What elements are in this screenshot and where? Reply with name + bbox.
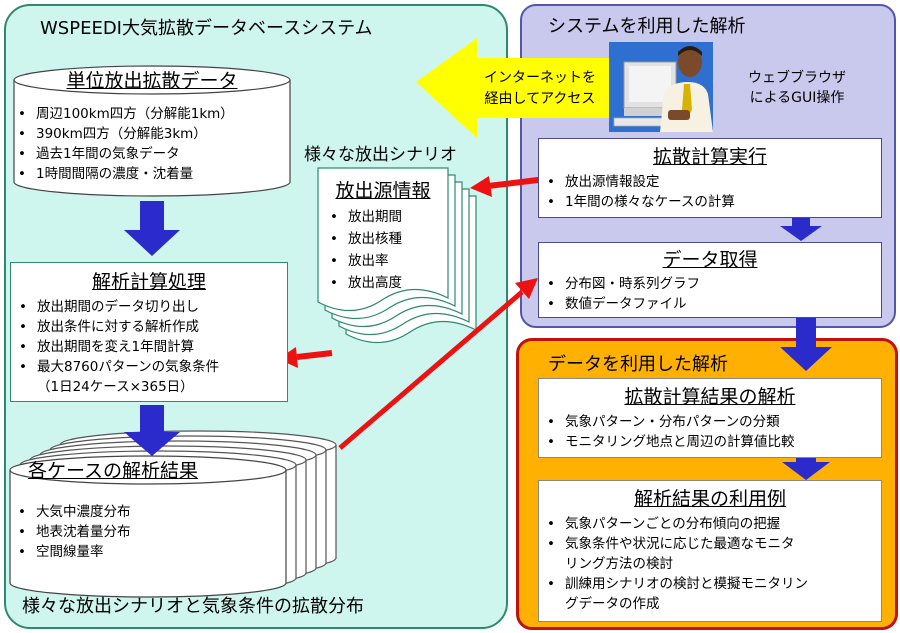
data-fetch-title: データ取得 — [662, 249, 758, 271]
source-info-item: 放出核種 — [322, 228, 442, 250]
analysis-processing-item: 最大8760パターンの気象条件 — [11, 357, 287, 377]
source-info-item: 放出率 — [322, 250, 442, 272]
analysis-processing-title: 解析計算処理 — [91, 271, 206, 293]
result-analysis-title: 拡散計算結果の解析 — [624, 386, 796, 408]
red-arrow-to-analysis — [278, 347, 333, 368]
browser-note-line: ウェブブラウザ — [748, 70, 846, 86]
source-info-item: 放出高度 — [322, 272, 442, 294]
internet-access-line: インターネットを — [484, 70, 596, 86]
data-fetch-box: データ取得 分布図・時系列グラフ 数値データファイル — [538, 242, 882, 318]
analysis-processing-sub: （1日24ケース×365日） — [37, 379, 194, 395]
analysis-processing-item: 放出期間のデータ切り出し — [11, 297, 287, 317]
internet-access-line: 経由してアクセス — [484, 91, 596, 107]
unit-data-title: 単位放出拡散データ — [66, 70, 238, 92]
result-analysis-item: 気象パターン・分布パターンの分類 — [539, 412, 881, 432]
analysis-processing-box: 解析計算処理 放出期間のデータ切り出し 放出条件に対する解析作成 放出期間を変え… — [10, 262, 288, 402]
data-fetch-item: 分布図・時系列グラフ — [539, 274, 881, 294]
usage-examples-box: 解析結果の利用例 気象パターンごとの分布傾向の把握 気象条件や状況に応じた最適な… — [538, 480, 882, 622]
browser-note-line: によるGUI操作 — [749, 90, 845, 106]
source-info-title: 放出源情報 — [335, 180, 431, 202]
results-list: 大気中濃度分布 地表沈着量分布 空間線量率 — [10, 502, 280, 562]
run-calculation-item: 放出源情報設定 — [539, 172, 881, 192]
browser-note: ウェブブラウザ によるGUI操作 — [722, 68, 872, 108]
run-calculation-item: 1年間の様々なケースの計算 — [539, 192, 881, 212]
scenarios-label: 様々な放出シナリオ — [304, 145, 457, 165]
analysis-processing-item: 放出条件に対する解析作成 — [11, 317, 287, 337]
usage-examples-item: 気象条件や状況に応じた最適なモニタ — [539, 534, 881, 554]
analysis-processing-list: 放出期間のデータ切り出し 放出条件に対する解析作成 放出期間を変え1年間計算 最… — [11, 297, 287, 377]
usage-examples-cont: リング方法の検討 — [565, 556, 673, 572]
usage-examples-item: 訓練用シナリオの検討と模擬モニタリン — [539, 574, 881, 594]
down-arrow-1 — [124, 201, 180, 256]
source-info-item: 放出期間 — [322, 206, 442, 228]
result-analysis-item: モニタリング地点と周辺の計算値比較 — [539, 432, 881, 452]
source-info-list: 放出期間 放出核種 放出率 放出高度 — [322, 206, 442, 294]
result-analysis-list: 気象パターン・分布パターンの分類 モニタリング地点と周辺の計算値比較 — [539, 412, 881, 452]
user-at-computer-illustration — [609, 42, 713, 132]
data-fetch-list: 分布図・時系列グラフ 数値データファイル — [539, 274, 881, 314]
unit-data-item: 過去1年間の気象データ — [10, 144, 295, 164]
data-fetch-item: 数値データファイル — [539, 294, 881, 314]
results-item: 地表沈着量分布 — [10, 522, 280, 542]
red-arrow-to-source — [470, 176, 547, 197]
internet-access-label: インターネットを 経由してアクセス — [470, 68, 610, 110]
results-item: 大気中濃度分布 — [10, 502, 280, 522]
usage-examples-list: 気象パターンごとの分布傾向の把握 気象条件や状況に応じた最適なモニタ — [539, 514, 881, 554]
usage-examples-title: 解析結果の利用例 — [633, 488, 786, 510]
run-calculation-title: 拡散計算実行 — [652, 146, 767, 168]
down-arrow-2 — [124, 405, 180, 456]
internet-access-arrow — [416, 38, 612, 138]
usage-examples-cont: グデータの作成 — [565, 596, 660, 612]
database-footer: 様々な放出シナリオと気象条件の拡散分布 — [22, 596, 364, 617]
unit-data-item: 1時間間隔の濃度・沈着量 — [10, 164, 295, 184]
data-analysis-title: データを利用した解析 — [548, 354, 728, 375]
unit-data-item: 390km四方（分解能3km） — [10, 124, 295, 144]
system-analysis-title: システムを利用した解析 — [548, 16, 746, 37]
results-item: 空間線量率 — [10, 542, 280, 562]
down-arrow-5 — [782, 458, 830, 480]
results-title: 各ケースの解析結果 — [28, 460, 199, 482]
run-calculation-list: 放出源情報設定 1年間の様々なケースの計算 — [539, 172, 881, 212]
database-system-title: WSPEEDI大気拡散データベースシステム — [40, 18, 373, 39]
run-calculation-box: 拡散計算実行 放出源情報設定 1年間の様々なケースの計算 — [538, 138, 882, 218]
red-arrow-to-fetch — [338, 278, 538, 450]
down-arrow-4 — [780, 318, 832, 371]
analysis-processing-item: 放出期間を変え1年間計算 — [11, 337, 287, 357]
unit-data-item: 周辺100km四方（分解能1km） — [10, 104, 295, 124]
usage-examples-item: 気象パターンごとの分布傾向の把握 — [539, 514, 881, 534]
unit-data-list: 周辺100km四方（分解能1km） 390km四方（分解能3km） 過去1年間の… — [10, 104, 295, 184]
result-analysis-box: 拡散計算結果の解析 気象パターン・分布パターンの分類 モニタリング地点と周辺の計… — [538, 378, 882, 458]
down-arrow-3 — [780, 218, 822, 241]
usage-examples-list-2: 訓練用シナリオの検討と模擬モニタリン — [539, 574, 881, 594]
